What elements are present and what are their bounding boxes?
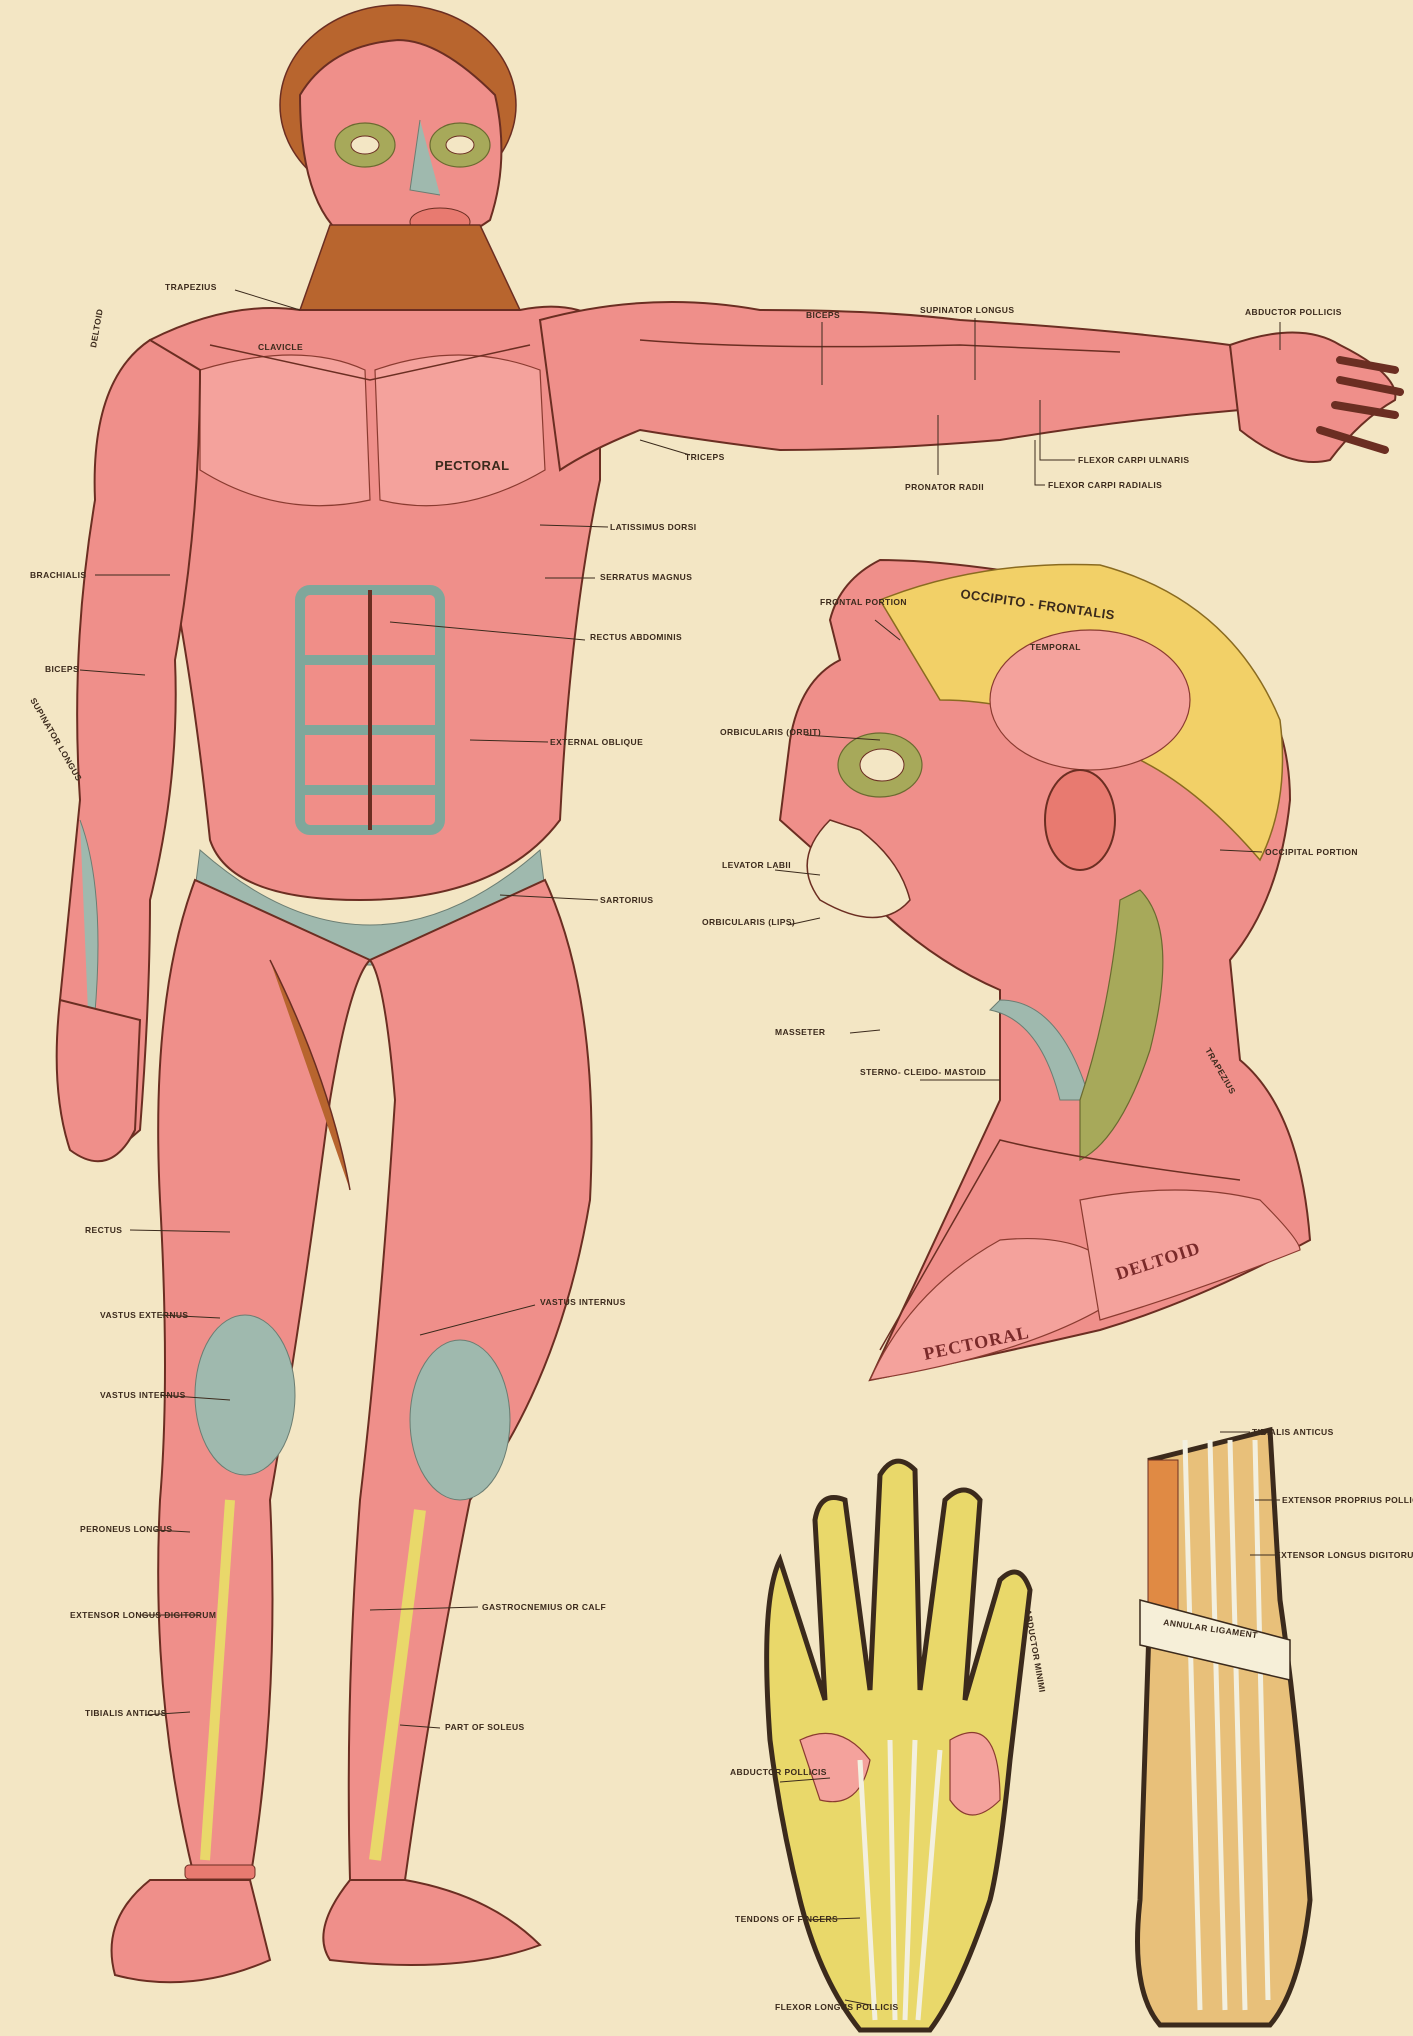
label-orbicularis-lips: ORBICULARIS (LIPS) — [702, 917, 795, 927]
label-latissimus-dorsi: LATISSIMUS DORSI — [610, 522, 697, 532]
label-rectus-abdominis: RECTUS ABDOMINIS — [590, 632, 682, 642]
label-vastus-internus-right: VASTUS INTERNUS — [540, 1297, 626, 1307]
label-vastus-externus: VASTUS EXTERNUS — [100, 1310, 189, 1320]
label-extensor-longus-digitorum-body: EXTENSOR LONGUS DIGITORUM — [70, 1610, 216, 1620]
temporal-muscle — [990, 630, 1190, 770]
label-external-oblique: EXTERNAL OBLIQUE — [550, 737, 643, 747]
left-eye — [351, 136, 379, 154]
left-pectoral — [200, 355, 370, 506]
label-gastrocnemius: GASTROCNEMIUS OR CALF — [482, 1602, 606, 1612]
label-foot-extensor-longus-digitorum: EXTENSOR LONGUS DIGITORUM — [1275, 1550, 1413, 1560]
right-eye — [446, 136, 474, 154]
label-biceps-body: BICEPS — [45, 664, 79, 674]
ear — [1045, 770, 1115, 870]
label-triceps: TRICEPS — [685, 452, 725, 462]
label-vastus-internus-left: VASTUS INTERNUS — [100, 1390, 186, 1400]
right-knee — [410, 1340, 510, 1500]
hanging-hand — [57, 1000, 140, 1161]
label-sartorius: SARTORIUS — [600, 895, 654, 905]
label-pectoral-body: PECTORAL — [435, 458, 509, 473]
label-arm-biceps: BICEPS — [806, 310, 840, 320]
label-flexor-carpi-ulnaris: FLEXOR CARPI ULNARIS — [1078, 455, 1189, 465]
label-hand-abductor-pollicis: ABDUCTOR POLLICIS — [730, 1767, 827, 1777]
label-flexor-carpi-radialis: FLEXOR CARPI RADIALIS — [1048, 480, 1162, 490]
label-orbicularis-orbit: ORBICULARIS (ORBIT) — [720, 727, 821, 737]
label-temporal: TEMPORAL — [1030, 642, 1081, 652]
left-ankle-band — [185, 1865, 255, 1879]
label-occipital-portion: OCCIPITAL PORTION — [1265, 847, 1358, 857]
label-flexor-longus-pollicis: FLEXOR LONGUS POLLICIS — [775, 2002, 899, 2012]
label-trapezius: TRAPEZIUS — [165, 282, 217, 292]
label-foot-tibialis-anticus: TIBIALIS ANTICUS — [1252, 1427, 1334, 1437]
label-frontal-portion: FRONTAL PORTION — [820, 597, 907, 607]
label-peroneus-longus: PERONEUS LONGUS — [80, 1524, 172, 1534]
left-foot — [112, 1880, 270, 1982]
label-sterno-cleido-mastoid: STERNO- CLEIDO- MASTOID — [860, 1067, 986, 1077]
label-part-of-soleus: PART OF SOLEUS — [445, 1722, 525, 1732]
label-arm-supinator-longus: SUPINATOR LONGUS — [920, 305, 1014, 315]
right-pectoral — [375, 355, 545, 506]
label-arm-abductor-pollicis: ABDUCTOR POLLICIS — [1245, 307, 1342, 317]
label-pronator-radii: PRONATOR RADII — [905, 482, 984, 492]
label-clavicle: CLAVICLE — [258, 342, 303, 352]
label-levator-labii: LEVATOR LABII — [722, 860, 791, 870]
label-serratus-magnus: SERRATUS MAGNUS — [600, 572, 692, 582]
label-brachialis: BRACHIALIS — [30, 570, 86, 580]
label-extensor-proprius-pollicis: EXTENSOR PROPRIUS POLLICIS — [1282, 1495, 1413, 1505]
label-rectus: RECTUS — [85, 1225, 122, 1235]
profile-eye — [860, 749, 904, 781]
tibialis-tendon-band — [1148, 1460, 1178, 1620]
left-knee — [195, 1315, 295, 1475]
label-tendons-of-fingers: TENDONS OF FINGERS — [735, 1914, 838, 1924]
label-masseter: MASSETER — [775, 1027, 825, 1037]
label-tibialis-anticus-body: TIBIALIS ANTICUS — [85, 1708, 167, 1718]
